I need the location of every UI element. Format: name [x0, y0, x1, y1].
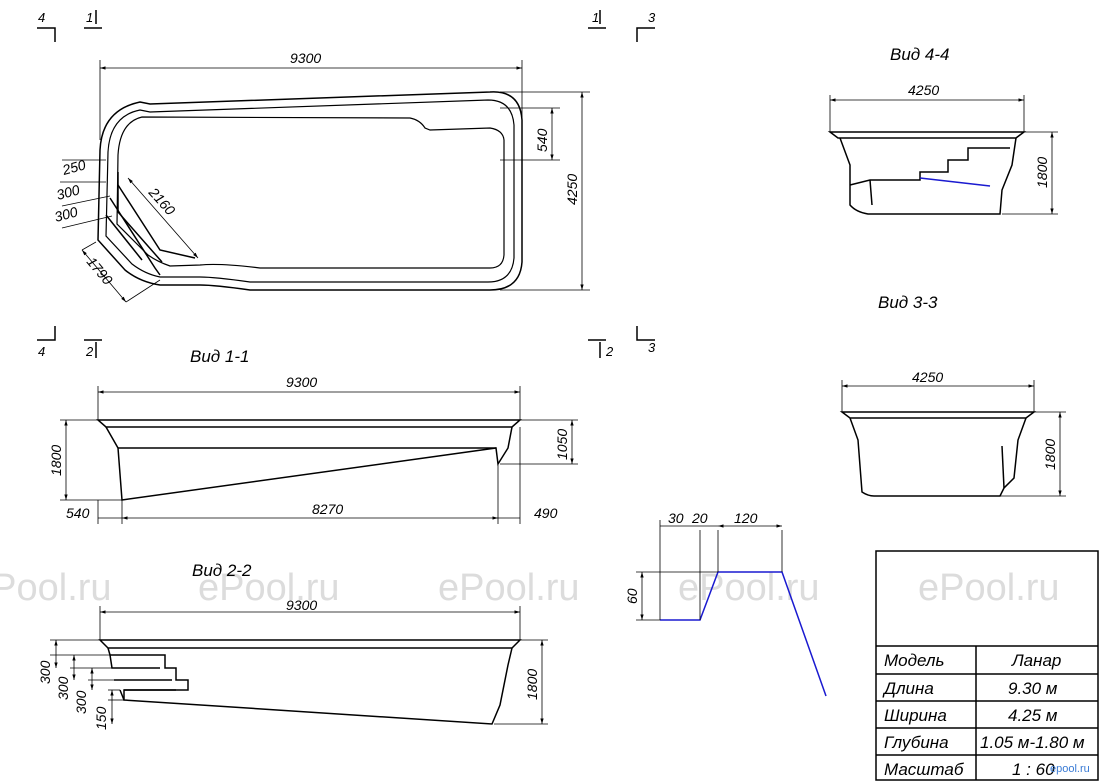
- section-mark-4-top: [37, 27, 56, 42]
- title-block-label: Модель: [884, 651, 944, 670]
- title-block-value: Ланар: [1011, 651, 1061, 670]
- view-4-4-depth-label: 1800: [1034, 157, 1050, 188]
- section-mark-2-right: [588, 339, 606, 358]
- watermark-text: ePool.ru: [0, 567, 112, 609]
- title-block-label: Ширина: [884, 706, 947, 725]
- view-1-1-right-offset-label: 490: [534, 505, 558, 521]
- mark-label: 2: [85, 344, 94, 359]
- watermark-text: ePool.ru: [438, 567, 580, 609]
- plan-step-line: [109, 197, 161, 276]
- plan-corner-label: 1790: [84, 254, 116, 288]
- view-3-3-title: Вид 3-3: [878, 293, 938, 312]
- view-4-4-title: Вид 4-4: [890, 45, 949, 64]
- view-3-3: [839, 411, 1037, 497]
- view-2-2-step-label: 150: [93, 706, 109, 730]
- view-1-1-left-offset-label: 540: [66, 505, 90, 521]
- view-2-2-title: Вид 2-2: [192, 561, 252, 580]
- plan-diagonal-label: 2160: [145, 184, 179, 219]
- view-4-4: [827, 131, 1027, 215]
- edge-d2-label: 20: [691, 510, 708, 526]
- title-block: [875, 550, 1099, 781]
- view-4-4-width-label: 4250: [908, 82, 939, 98]
- mark-label: 1: [86, 10, 93, 25]
- section-mark-1-top: [84, 10, 102, 29]
- view-3-3-depth-label: 1800: [1042, 439, 1058, 470]
- view-1-1-length-label: 9300: [286, 374, 317, 390]
- mark-label: 4: [38, 344, 45, 359]
- plan-step-line: [105, 214, 143, 261]
- view-2-2: [98, 639, 522, 725]
- view-2-2-step-label: 300: [73, 690, 89, 714]
- section-mark-3-bottom: [636, 326, 655, 341]
- section-mark-3-top: [636, 27, 655, 42]
- title-block-label: Глубина: [884, 733, 949, 752]
- edge-detail: [636, 520, 827, 697]
- plan-dimensions: [60, 60, 590, 303]
- view-4-4-slope: [919, 177, 991, 187]
- view-2-2-dimensions: [50, 606, 548, 725]
- section-marks: [37, 10, 655, 358]
- title-block-value: 1.05 м-1.80 м: [980, 733, 1085, 752]
- watermark-text: ePool.ru: [918, 567, 1060, 609]
- view-1-1-title: Вид 1-1: [190, 347, 249, 366]
- view-1-1-dimensions: [60, 386, 578, 524]
- section-mark-1-top-right: [588, 10, 606, 29]
- logo-text: epool.ru: [1050, 763, 1090, 775]
- edge-d3-label: 120: [734, 510, 758, 526]
- plan-pool-bowl: [116, 116, 505, 269]
- view-1-1: [96, 419, 522, 501]
- plan-length-label: 9300: [290, 50, 321, 66]
- view-2-2-step-label: 300: [37, 660, 53, 684]
- section-mark-2-left: [84, 339, 102, 358]
- title-block-value: 4.25 м: [1008, 706, 1058, 725]
- plan-step-c-label: 300: [53, 203, 80, 225]
- edge-d1-label: 30: [668, 510, 684, 526]
- edge-height-label: 60: [624, 588, 640, 604]
- view-1-1-depth-min-label: 1050: [554, 429, 570, 460]
- watermark-row: ePool.ru ePool.ru ePool.ru ePool.ru ePoo…: [0, 567, 1060, 609]
- mark-label: 3: [648, 10, 656, 25]
- view-2-2-depth-label: 1800: [524, 669, 540, 700]
- mark-label: 2: [605, 344, 614, 359]
- mark-label: 4: [38, 10, 45, 25]
- plan-step-offset-label: 540: [534, 128, 550, 152]
- title-block-label: Длина: [882, 679, 934, 698]
- view-3-3-width-label: 4250: [912, 369, 943, 385]
- view-2-2-step-label: 300: [55, 676, 71, 700]
- plan-step-b-label: 300: [55, 181, 82, 203]
- watermark-text: ePool.ru: [678, 567, 820, 609]
- mark-label: 1: [592, 10, 599, 25]
- plan-outline-inner: [105, 99, 515, 283]
- title-block-value: 1 : 60: [1012, 760, 1055, 779]
- mark-label: 3: [648, 340, 656, 355]
- title-block-value: 9.30 м: [1008, 679, 1058, 698]
- plan-outline-outer: [97, 91, 523, 291]
- view-1-1-depth-max-label: 1800: [48, 445, 64, 476]
- section-mark-4-bottom: [37, 326, 56, 341]
- view-4-4-dimensions: [829, 95, 1058, 215]
- watermark-text: ePool.ru: [198, 567, 340, 609]
- title-block-label: Масштаб: [884, 760, 965, 779]
- view-3-3-dimensions: [841, 380, 1066, 497]
- view-1-1-slope-label: 8270: [312, 501, 343, 517]
- view-2-2-length-label: 9300: [286, 597, 317, 613]
- plan-width-label: 4250: [564, 174, 580, 205]
- plan-step-a-label: 250: [60, 156, 88, 178]
